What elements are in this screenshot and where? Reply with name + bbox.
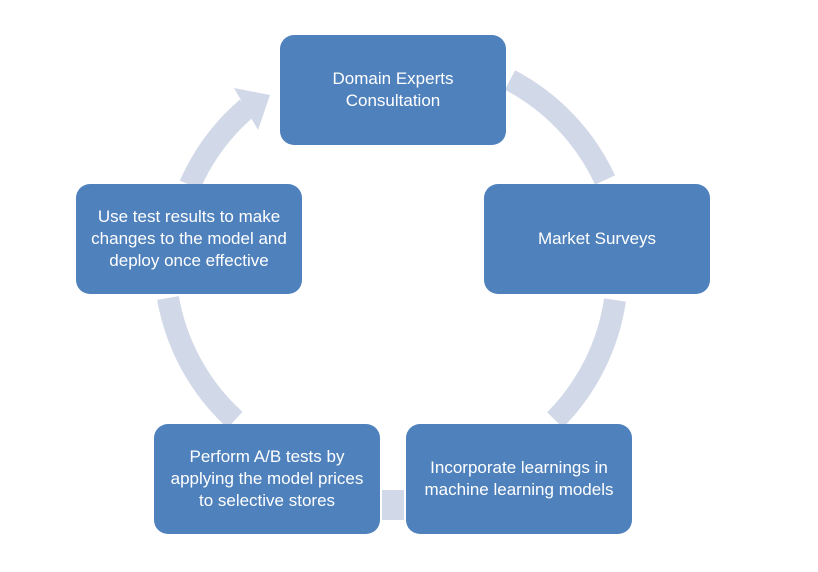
step-label: Use test results to make changes to the … xyxy=(91,207,287,270)
cycle-arc-1 xyxy=(504,70,615,185)
cycle-arc-3 xyxy=(382,490,404,520)
step-incorporate-learnings: Incorporate learnings in machine learnin… xyxy=(406,424,632,534)
step-label: Incorporate learnings in machine learnin… xyxy=(424,458,614,499)
step-use-test-results: Use test results to make changes to the … xyxy=(76,184,302,294)
cycle-arc-5 xyxy=(179,99,255,190)
cycle-arc-4 xyxy=(157,295,243,429)
cycle-arrowhead xyxy=(234,88,270,130)
step-market-surveys: Market Surveys xyxy=(484,184,710,294)
step-label: Market Surveys xyxy=(537,229,657,248)
step-label: Perform A/B tests by applying the model … xyxy=(170,447,364,510)
step-domain-experts: Domain Experts Consultation xyxy=(280,35,506,145)
step-ab-tests: Perform A/B tests by applying the model … xyxy=(154,424,380,534)
step-label: Domain Experts Consultation xyxy=(332,69,454,110)
cycle-arc-2 xyxy=(547,298,626,428)
